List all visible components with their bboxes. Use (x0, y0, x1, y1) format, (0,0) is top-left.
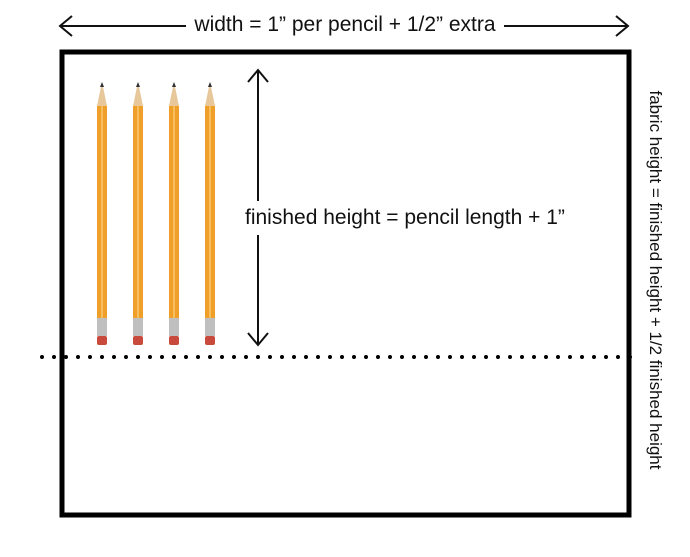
pencil (169, 82, 179, 345)
pencil-ferrule (133, 318, 143, 336)
pencil (133, 82, 143, 345)
pencil-eraser (97, 336, 107, 345)
pencil-ferrule (169, 318, 179, 336)
pencil-lead (172, 82, 176, 87)
fabric-outline (59, 49, 632, 518)
pencil-tip (97, 82, 107, 106)
pencil-ferrule (97, 318, 107, 336)
pencil-eraser (133, 336, 143, 345)
pencil-lead (136, 82, 140, 87)
pencil-group (97, 82, 215, 345)
pencil-lead (208, 82, 212, 87)
pencil-highlight (101, 106, 103, 318)
pencil-highlight (209, 106, 211, 318)
pencil-ferrule (205, 318, 215, 336)
pencil (97, 82, 107, 345)
fabric-height-label: fabric height = finished height + 1/2 fi… (646, 90, 665, 470)
pencil-tip (169, 82, 179, 106)
pencil-eraser (205, 336, 215, 345)
width-label: width = 1” per pencil + 1/2” extra (0, 10, 690, 40)
pencil-highlight (173, 106, 175, 318)
pencil-tip (133, 82, 143, 106)
pencil-tip (205, 82, 215, 106)
pencil (205, 82, 215, 345)
pencil-highlight (137, 106, 139, 318)
pencil-eraser (169, 336, 179, 345)
pencil-lead (100, 82, 104, 87)
finished-height-label: finished height = pencil length + 1” (243, 201, 567, 235)
